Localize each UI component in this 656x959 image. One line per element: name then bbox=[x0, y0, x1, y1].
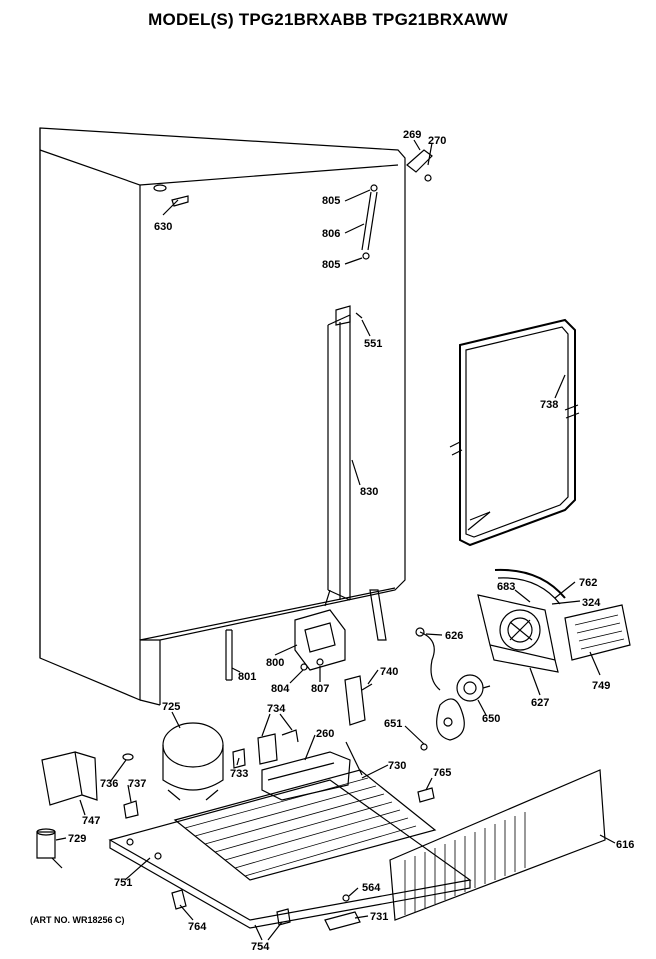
callout-630: 630 bbox=[154, 221, 172, 233]
part-737 bbox=[123, 800, 139, 819]
callout-551: 551 bbox=[364, 338, 382, 350]
callout-729: 729 bbox=[68, 833, 86, 845]
callout-738: 738 bbox=[540, 399, 558, 411]
callout-747: 747 bbox=[82, 815, 100, 827]
callout-805-bottom: 805 bbox=[322, 259, 340, 271]
fan-blade-651 bbox=[420, 698, 465, 751]
condenser-730 bbox=[173, 741, 437, 881]
valve-800 bbox=[294, 589, 346, 671]
cabinet bbox=[39, 127, 406, 706]
callout-737: 737 bbox=[128, 778, 146, 790]
tube-762 bbox=[494, 568, 566, 599]
harness-626 bbox=[419, 631, 441, 691]
page-title: MODEL(S) TPG21BRXABB TPG21BRXAWW bbox=[148, 10, 508, 29]
gasket-738 bbox=[449, 318, 580, 547]
part-736 bbox=[122, 753, 134, 761]
bracket-747 bbox=[41, 751, 98, 806]
callout-805-top: 805 bbox=[322, 195, 340, 207]
callout-736: 736 bbox=[100, 778, 118, 790]
callout-749: 749 bbox=[592, 680, 610, 692]
callout-260: 260 bbox=[316, 728, 334, 740]
callout-764: 764 bbox=[188, 921, 207, 933]
part-754 bbox=[276, 908, 291, 926]
grille-616 bbox=[389, 769, 606, 921]
part-733 bbox=[232, 748, 246, 769]
callout-762: 762 bbox=[579, 577, 597, 589]
overload-734 bbox=[257, 729, 299, 765]
callout-564: 564 bbox=[362, 882, 381, 894]
callout-650: 650 bbox=[482, 713, 500, 725]
leader-lines bbox=[55, 139, 616, 941]
callout-730: 730 bbox=[388, 760, 406, 772]
callout-627: 627 bbox=[531, 697, 549, 709]
bracket bbox=[369, 589, 387, 641]
callout-806: 806 bbox=[322, 228, 340, 240]
screw-564 bbox=[342, 894, 350, 902]
compressor-725 bbox=[162, 722, 224, 801]
part-764 bbox=[171, 889, 187, 910]
callout-804: 804 bbox=[271, 683, 290, 695]
callout-740: 740 bbox=[380, 666, 398, 678]
capacitor-729 bbox=[36, 828, 63, 869]
callout-800: 800 bbox=[266, 657, 284, 669]
callout-801: 801 bbox=[238, 671, 256, 683]
callout-270: 270 bbox=[428, 135, 446, 147]
hinge-269-270 bbox=[406, 149, 433, 182]
callout-751: 751 bbox=[114, 877, 132, 889]
callout-754: 754 bbox=[251, 941, 270, 953]
callout-324: 324 bbox=[582, 597, 601, 609]
rod-801 bbox=[225, 629, 233, 681]
callout-616: 616 bbox=[616, 839, 634, 851]
cover-749 bbox=[564, 604, 631, 661]
callout-807: 807 bbox=[311, 683, 329, 695]
callout-683: 683 bbox=[497, 581, 515, 593]
part-765 bbox=[417, 787, 435, 803]
base-pan-751 bbox=[108, 779, 472, 929]
screw-551 bbox=[355, 312, 363, 319]
part-731 bbox=[324, 911, 361, 931]
tube-806 bbox=[361, 184, 378, 260]
harness-connector bbox=[415, 627, 425, 637]
callout-651: 651 bbox=[384, 718, 402, 730]
callout-731: 731 bbox=[370, 911, 388, 923]
callout-626: 626 bbox=[445, 630, 463, 642]
callout-765: 765 bbox=[433, 767, 451, 779]
callout-830: 830 bbox=[360, 486, 378, 498]
motor-650 bbox=[456, 674, 491, 702]
callout-labels: 269 270 630 805 806 805 551 738 830 762 … bbox=[68, 129, 634, 953]
shroud-627 bbox=[477, 594, 559, 673]
mullion-830 bbox=[327, 305, 351, 601]
drain-pan-260 bbox=[261, 751, 351, 801]
relay-740 bbox=[344, 675, 373, 726]
callout-269: 269 bbox=[403, 129, 421, 141]
art-number: (ART NO. WR18256 C) bbox=[30, 915, 125, 925]
callout-733: 733 bbox=[230, 768, 248, 780]
callout-734: 734 bbox=[267, 703, 286, 715]
callout-725: 725 bbox=[162, 701, 180, 713]
tube-762-inner bbox=[497, 577, 561, 605]
